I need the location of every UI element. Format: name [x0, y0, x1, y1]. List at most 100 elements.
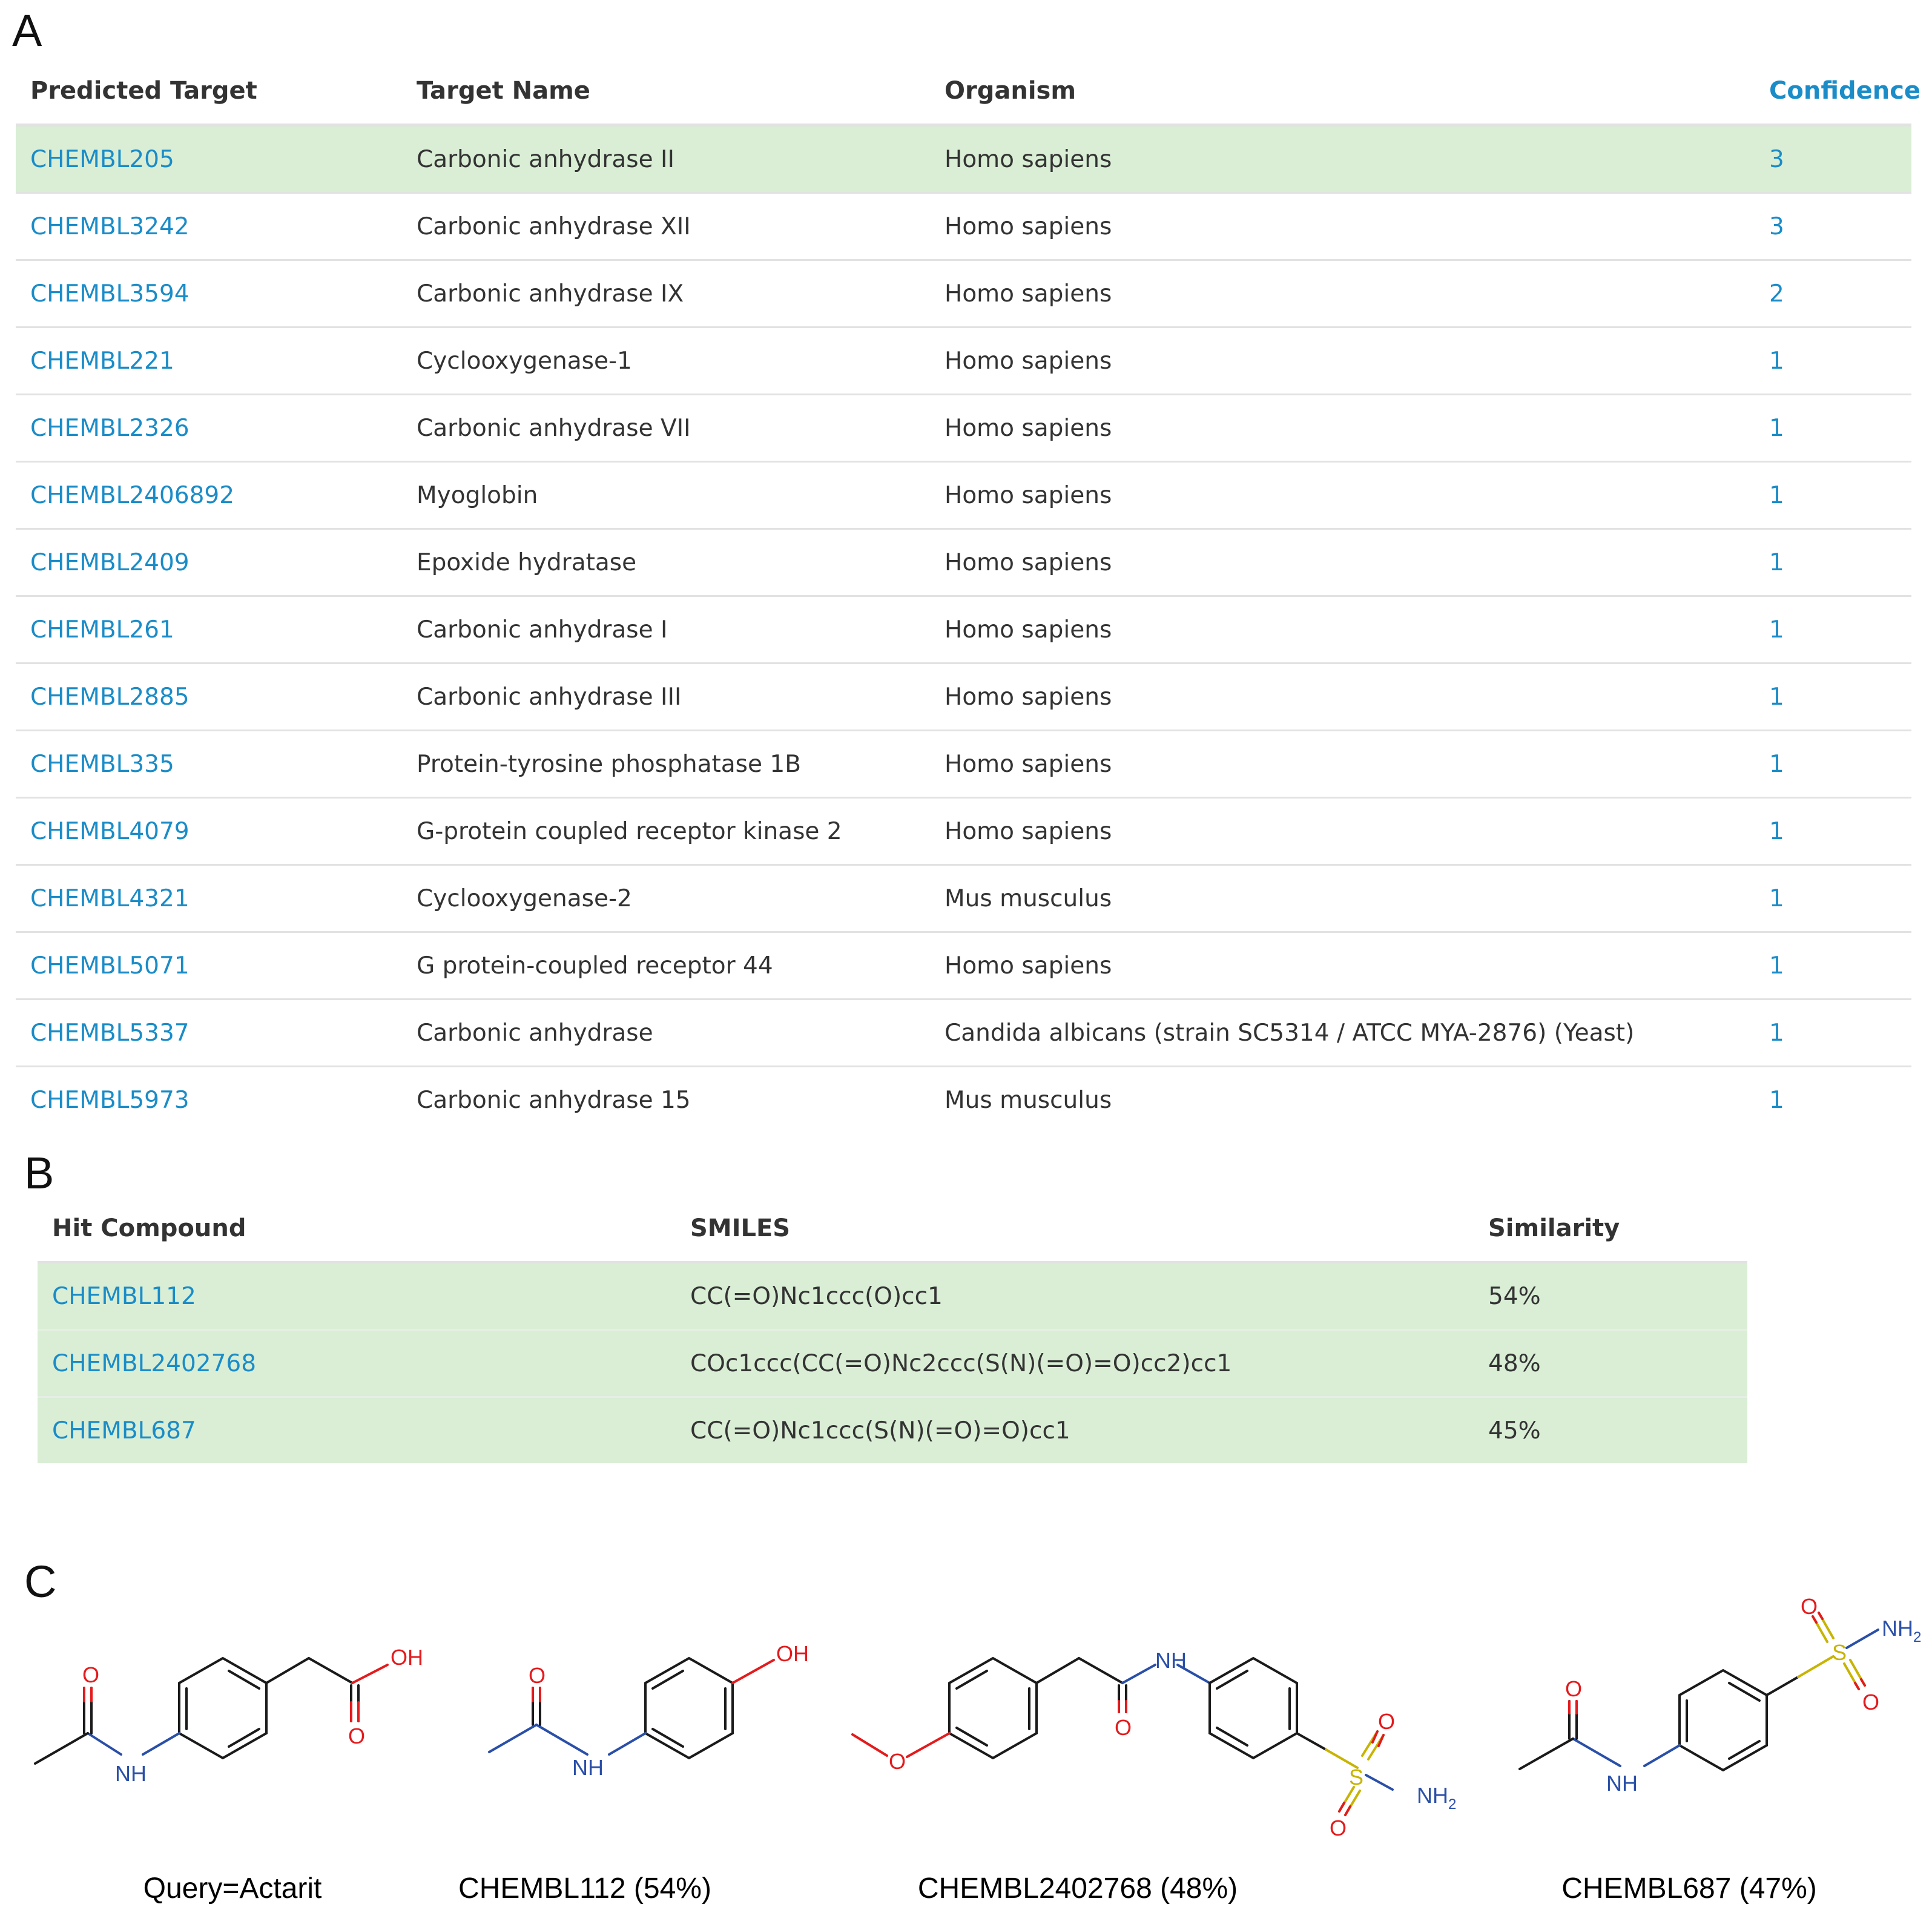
confidence-cell: 1	[1755, 1065, 1911, 1133]
similarity-cell: 48%	[1474, 1329, 1747, 1397]
organism-cell: Homo sapiens	[930, 461, 1755, 529]
predicted-target-header[interactable]: Predicted Target	[16, 58, 402, 127]
target-name-cell: Cyclooxygenase-1	[402, 326, 930, 395]
target-id-link[interactable]: CHEMBL221	[16, 326, 402, 395]
target-name-cell: Carbonic anhydrase 15	[402, 1065, 930, 1133]
target-name-cell: Myoglobin	[402, 461, 930, 529]
target-id-link[interactable]: CHEMBL2885	[16, 662, 402, 731]
oxygen-label: O	[1862, 1690, 1879, 1714]
amine-label: NH	[1155, 1648, 1187, 1673]
target-id-link[interactable]: CHEMBL335	[16, 730, 402, 798]
confidence-cell: 1	[1755, 662, 1911, 731]
organism-cell: Mus musculus	[930, 1065, 1755, 1133]
smiles-cell: CC(=O)Nc1ccc(S(N)(=O)=O)cc1	[676, 1396, 1474, 1463]
organism-cell: Candida albicans (strain SC5314 / ATCC M…	[930, 998, 1755, 1067]
amine-label: NH	[572, 1755, 604, 1780]
hit-compound-link[interactable]: CHEMBL2402768	[38, 1329, 676, 1397]
caption-query-actarit: Query=Actarit	[143, 1872, 322, 1905]
benzene-ring	[1208, 1656, 1298, 1760]
caption-chembl687: CHEMBL687 (47%)	[1561, 1872, 1817, 1905]
similarity-cell: 45%	[1474, 1396, 1747, 1463]
benzene-ring	[178, 1656, 268, 1760]
target-id-link[interactable]: CHEMBL3242	[16, 192, 402, 260]
confidence-cell: 3	[1755, 124, 1911, 193]
confidence-cell: 1	[1755, 931, 1911, 1000]
sulfur-label: S	[1832, 1640, 1847, 1665]
target-name-cell: G-protein coupled receptor kinase 2	[402, 797, 930, 865]
hit-compound-link[interactable]: CHEMBL112	[38, 1261, 676, 1330]
smiles-cell: CC(=O)Nc1ccc(O)cc1	[676, 1261, 1474, 1330]
target-id-link[interactable]: CHEMBL2409	[16, 528, 402, 596]
confidence-cell: 1	[1755, 998, 1911, 1067]
target-id-link[interactable]: CHEMBL5337	[16, 998, 402, 1067]
amine-label: NH	[1606, 1771, 1638, 1796]
organism-cell: Homo sapiens	[930, 326, 1755, 395]
hit-compound-header: Hit Compound	[38, 1196, 676, 1263]
amine-nh2-label: NH2	[1417, 1783, 1456, 1813]
hit-compound-link[interactable]: CHEMBL687	[38, 1396, 676, 1463]
methoxy-oxygen-label: O	[889, 1749, 906, 1774]
target-id-link[interactable]: CHEMBL5071	[16, 931, 402, 1000]
target-id-link[interactable]: CHEMBL4321	[16, 864, 402, 932]
organism-cell: Homo sapiens	[930, 394, 1755, 462]
organism-cell: Homo sapiens	[930, 259, 1755, 328]
target-id-link[interactable]: CHEMBL2406892	[16, 461, 402, 529]
benzene-ring	[948, 1656, 1038, 1760]
target-id-link[interactable]: CHEMBL4079	[16, 797, 402, 865]
target-name-cell: Epoxide hydratase	[402, 528, 930, 596]
target-name-cell: Carbonic anhydrase XII	[402, 192, 930, 260]
panel-label-a: A	[12, 5, 42, 56]
oxygen-label: O	[529, 1663, 546, 1688]
target-id-link[interactable]: CHEMBL205	[16, 124, 402, 193]
target-name-cell: Carbonic anhydrase	[402, 998, 930, 1067]
organism-header[interactable]: Organism	[930, 58, 1755, 127]
confidence-cell: 1	[1755, 864, 1911, 932]
confidence-cell: 1	[1755, 595, 1911, 664]
organism-cell: Homo sapiens	[930, 662, 1755, 731]
predicted-targets-table: Predicted Target Target Name Organism Co…	[16, 58, 1920, 1133]
confidence-cell: 1	[1755, 797, 1911, 865]
target-name-cell: Carbonic anhydrase II	[402, 124, 930, 193]
amine-label: NH	[115, 1761, 147, 1786]
hydroxyl-label: OH	[391, 1645, 423, 1670]
confidence-cell: 2	[1755, 259, 1911, 328]
target-id-link[interactable]: CHEMBL261	[16, 595, 402, 664]
confidence-cell: 1	[1755, 326, 1911, 395]
organism-cell: Homo sapiens	[930, 528, 1755, 596]
amine-nh2-label: NH2	[1882, 1616, 1921, 1645]
sulfur-label: S	[1349, 1765, 1363, 1790]
target-name-header[interactable]: Target Name	[402, 58, 930, 127]
panel-label-c: C	[24, 1556, 57, 1607]
target-name-cell: Protein-tyrosine phosphatase 1B	[402, 730, 930, 798]
target-id-link[interactable]: CHEMBL3594	[16, 259, 402, 328]
panel-label-b: B	[24, 1148, 54, 1198]
similarity-cell: 54%	[1474, 1261, 1747, 1330]
target-name-cell: Carbonic anhydrase VII	[402, 394, 930, 462]
hydroxyl-label: OH	[776, 1641, 809, 1666]
target-name-cell: Carbonic anhydrase I	[402, 595, 930, 664]
target-id-link[interactable]: CHEMBL5973	[16, 1065, 402, 1133]
confidence-sort-header[interactable]: Confidence	[1755, 58, 1920, 127]
target-name-cell: Carbonic anhydrase III	[402, 662, 930, 731]
target-id-link[interactable]: CHEMBL2326	[16, 394, 402, 462]
smiles-cell: COc1ccc(CC(=O)Nc2ccc(S(N)(=O)=O)cc2)cc1	[676, 1329, 1474, 1397]
oxygen-label: O	[1330, 1816, 1347, 1840]
organism-cell: Homo sapiens	[930, 595, 1755, 664]
benzene-ring	[644, 1656, 734, 1760]
target-name-cell: Cyclooxygenase-2	[402, 864, 930, 932]
organism-cell: Homo sapiens	[930, 797, 1755, 865]
confidence-cell: 1	[1755, 461, 1911, 529]
table-header-row: Predicted Target Target Name Organism Co…	[16, 58, 1920, 127]
confidence-cell: 1	[1755, 528, 1911, 596]
actarit-structure: O NH OH O	[34, 1645, 423, 1786]
